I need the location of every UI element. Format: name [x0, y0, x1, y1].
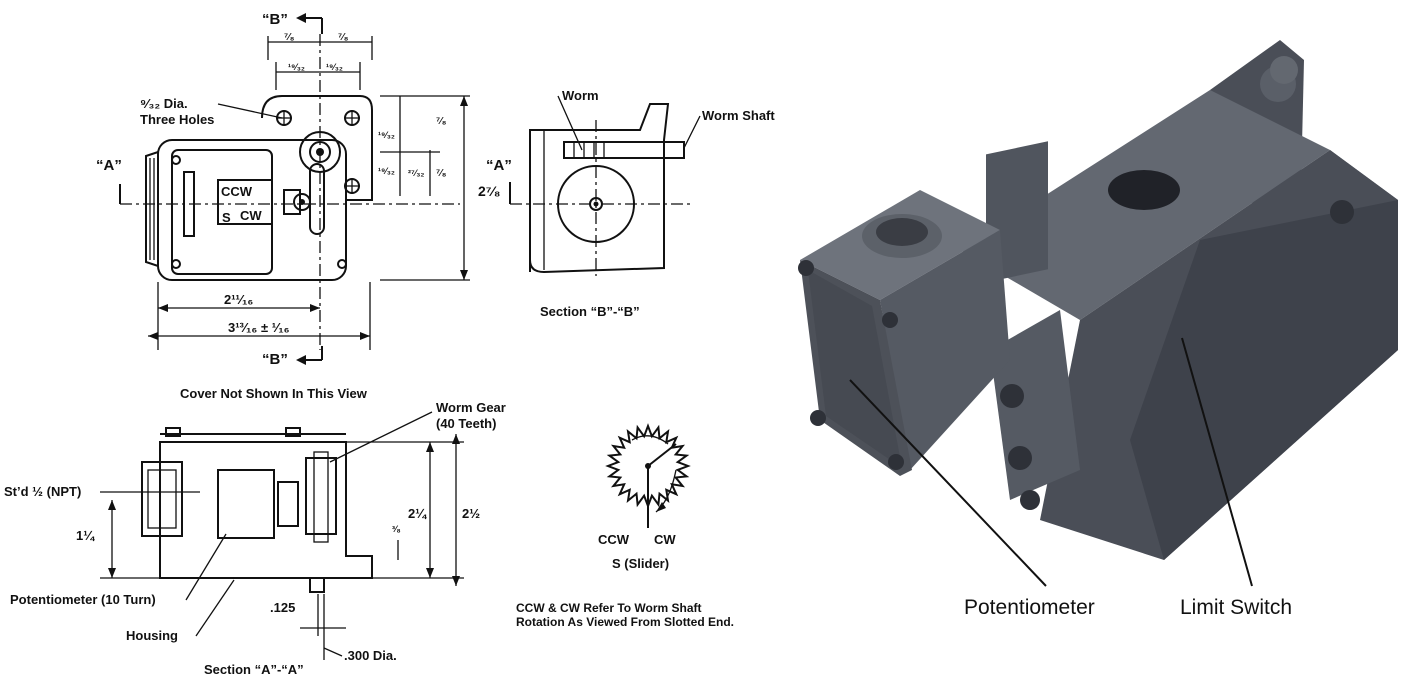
section-bb-drawing: Worm Worm Shaft “A” Section “B”-“B” — [486, 88, 775, 319]
dim-19-32-right: ¹⁹⁄₃₂ — [326, 62, 343, 72]
dim-height: 2⁷⁄₈ — [478, 183, 500, 199]
dim-125: .125 — [270, 600, 295, 615]
dim-width-outer: 3¹³⁄₁₆ ± ¹⁄₁₆ — [228, 320, 290, 335]
dim-2-quarter: 2¼ — [408, 506, 427, 521]
limit-switch-render: Potentiometer Limit Switch — [798, 40, 1398, 619]
dim-2-half: 2½ — [462, 506, 480, 521]
section-aa-drawing: Worm Gear (40 Teeth) St’d ½ (NPT) 1¼ 2¼ … — [4, 400, 506, 677]
housing-label: Housing — [126, 628, 178, 643]
top-ccw-label: CCW — [221, 184, 253, 199]
dim-right-19-32-b: ¹⁹⁄₃₂ — [378, 166, 395, 176]
dim-1-quarter: 1¼ — [76, 528, 95, 543]
top-cw-label: CW — [240, 208, 262, 223]
section-b-top-label: “B” — [262, 11, 288, 28]
section-a-left-label: “A” — [96, 157, 122, 174]
hole-dia-label: ⁹⁄₃₂ Dia. — [140, 96, 188, 111]
render-potentiometer-label: Potentiometer — [964, 596, 1095, 619]
dim-right-7-8: ⁷⁄₈ — [436, 116, 447, 127]
worm-gear-teeth-label: (40 Teeth) — [436, 416, 496, 431]
section-aa-caption: Section “A”-“A” — [204, 662, 304, 677]
dim-19-32-left: ¹⁹⁄₃₂ — [288, 62, 305, 72]
dim-seven-eighths-right: ⁷⁄₈ — [338, 32, 349, 43]
rotation-note-1: CCW & CW Refer To Worm Shaft — [516, 601, 702, 615]
rotation-diagram: CCW CW S (Slider) CCW & CW Refer To Worm… — [516, 423, 734, 629]
npt-label: St’d ½ (NPT) — [4, 484, 81, 499]
cover-note: Cover Not Shown In This View — [180, 386, 368, 401]
three-holes-label: Three Holes — [140, 112, 214, 127]
top-s-label: S — [222, 210, 231, 225]
top-view-drawing: “B” ⁷⁄₈ ⁷⁄₈ ¹⁹⁄₃₂ ¹⁹⁄₃₂ ⁹⁄₃₂ Dia. Three … — [96, 11, 500, 401]
worm-gear-label: Worm Gear — [436, 400, 506, 415]
dim-right-27-32: ²⁷⁄₃₂ — [408, 168, 424, 178]
worm-shaft-label: Worm Shaft — [702, 108, 775, 123]
rotation-cw-label: CW — [654, 532, 676, 547]
section-bb-a-label: “A” — [486, 157, 512, 174]
rotation-note-2: Rotation As Viewed From Slotted End. — [516, 615, 734, 629]
section-bb-caption: Section “B”-“B” — [540, 304, 640, 319]
dim-3-8: ³⁄₈ — [392, 524, 401, 534]
dim-right-7-8-b: ⁷⁄₈ — [436, 168, 447, 179]
dim-width-inner: 2¹¹⁄₁₆ — [224, 292, 253, 307]
render-limit-switch-label: Limit Switch — [1180, 596, 1292, 619]
worm-label: Worm — [562, 88, 599, 103]
dim-seven-eighths-left: ⁷⁄₈ — [284, 32, 295, 43]
dim-right-19-32-a: ¹⁹⁄₃₂ — [378, 130, 395, 140]
potentiometer-turn-label: Potentiometer (10 Turn) — [10, 592, 156, 607]
slider-label: S (Slider) — [612, 556, 669, 571]
rotation-ccw-label: CCW — [598, 532, 630, 547]
dim-300-dia: .300 Dia. — [344, 648, 397, 663]
section-b-bottom-label: “B” — [262, 351, 288, 368]
